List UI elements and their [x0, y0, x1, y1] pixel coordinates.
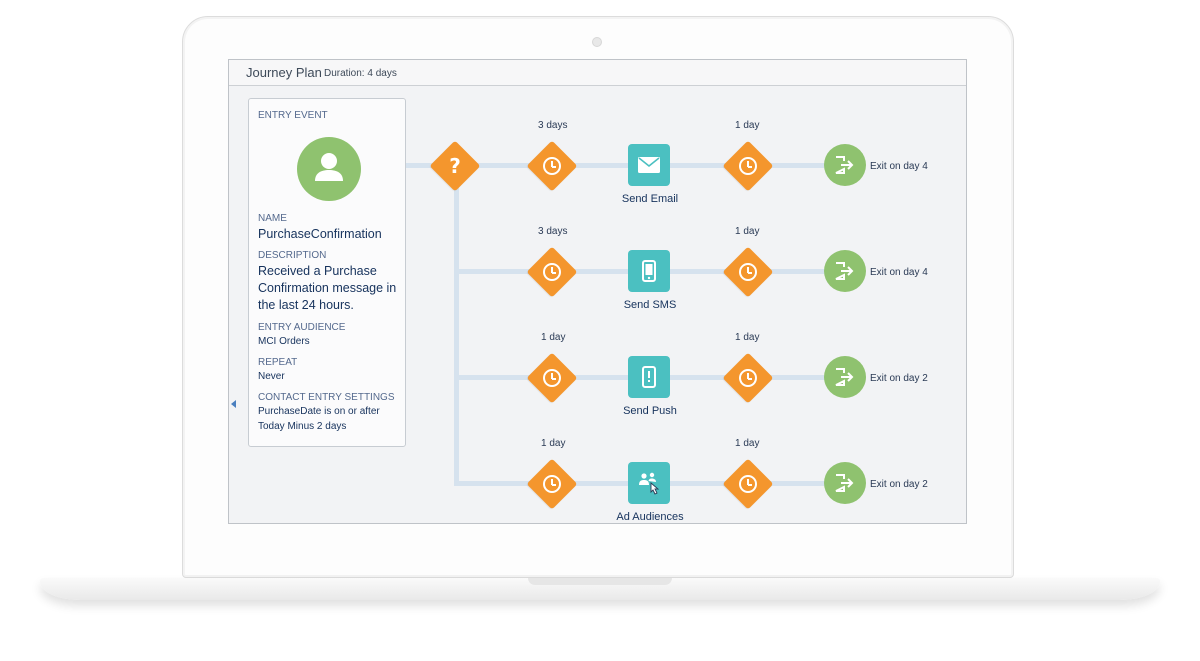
- exit-door-icon: [835, 156, 854, 174]
- exit-node[interactable]: [824, 356, 866, 398]
- wait-activity[interactable]: [526, 140, 578, 192]
- description-label: DESCRIPTION: [258, 250, 327, 261]
- activity-label: Send Email: [621, 193, 679, 205]
- clock-icon: [739, 263, 757, 281]
- question-mark-icon: ?: [449, 154, 461, 178]
- send-sms-activity[interactable]: [628, 250, 670, 292]
- clock-icon: [543, 157, 561, 175]
- contact-entry-settings-line: PurchaseDate is on or after: [258, 406, 380, 417]
- entry-audience-value: MCI Orders: [258, 336, 310, 347]
- exit-door-icon: [835, 262, 854, 280]
- wait-activity[interactable]: [722, 458, 774, 510]
- clock-icon: [739, 157, 757, 175]
- laptop-base: [40, 578, 1160, 600]
- title-bar: Journey Plan Duration: 4 days: [229, 60, 966, 86]
- send-email-activity[interactable]: [628, 144, 670, 186]
- event-name: PurchaseConfirmation: [258, 227, 382, 241]
- contact-entry-settings-label: CONTACT ENTRY SETTINGS: [258, 392, 395, 403]
- push-notification-icon: [642, 366, 656, 388]
- repeat-label: REPEAT: [258, 357, 298, 368]
- activity-label: Send SMS: [623, 299, 677, 311]
- exit-label: Exit on day 4: [870, 161, 928, 172]
- exit-door-icon: [835, 474, 854, 492]
- activity-label: Ad Audiences: [616, 511, 684, 523]
- exit-node[interactable]: [824, 144, 866, 186]
- wait-activity[interactable]: [526, 246, 578, 298]
- entry-event-panel[interactable]: ENTRY EVENT NAME PurchaseConfirmation DE…: [248, 98, 406, 447]
- journey-builder-screen: Journey Plan Duration: 4 days ENTRY EVEN…: [228, 59, 967, 524]
- journey-title: Journey Plan: [246, 65, 322, 80]
- envelope-icon: [638, 157, 660, 173]
- ad-audiences-icon: [639, 472, 660, 495]
- entry-event-header: ENTRY EVENT: [258, 110, 328, 121]
- exit-door-icon: [835, 368, 854, 386]
- wait-duration-label: 3 days: [538, 226, 568, 237]
- repeat-value: Never: [258, 371, 285, 382]
- wait-duration-label: 1 day: [735, 332, 760, 343]
- wait-activity[interactable]: [722, 140, 774, 192]
- laptop-base-notch: [528, 578, 672, 585]
- wait-activity[interactable]: [526, 352, 578, 404]
- entry-connector: [406, 163, 436, 168]
- wait-activity[interactable]: [722, 352, 774, 404]
- contact-entry-settings-line: Today Minus 2 days: [258, 421, 347, 432]
- mobile-phone-icon: [642, 260, 656, 282]
- clock-icon: [543, 263, 561, 281]
- description-line: Received a Purchase: [258, 264, 377, 278]
- exit-label: Exit on day 4: [870, 267, 928, 278]
- name-label: NAME: [258, 213, 287, 224]
- entry-audience-label: ENTRY AUDIENCE: [258, 322, 346, 333]
- activity-label: Send Push: [623, 405, 677, 417]
- wait-duration-label: 1 day: [541, 438, 566, 449]
- exit-node[interactable]: [824, 250, 866, 292]
- clock-icon: [739, 369, 757, 387]
- wait-duration-label: 1 day: [735, 438, 760, 449]
- wait-duration-label: 1 day: [735, 226, 760, 237]
- description-line: Confirmation message in: [258, 281, 397, 295]
- journey-duration: Duration: 4 days: [324, 68, 397, 79]
- split-vertical-connector: [454, 168, 459, 486]
- description-line: the last 24 hours.: [258, 298, 354, 312]
- send-push-activity[interactable]: [628, 356, 670, 398]
- webcam: [592, 37, 602, 47]
- wait-activity[interactable]: [722, 246, 774, 298]
- clock-icon: [543, 369, 561, 387]
- wait-activity[interactable]: [526, 458, 578, 510]
- wait-duration-label: 1 day: [735, 120, 760, 131]
- clock-icon: [739, 475, 757, 493]
- collapse-panel-icon[interactable]: [231, 400, 236, 408]
- wait-duration-label: 1 day: [541, 332, 566, 343]
- ad-audiences-activity[interactable]: [628, 462, 670, 504]
- person-icon: [297, 137, 361, 201]
- exit-node[interactable]: [824, 462, 866, 504]
- decision-split[interactable]: ?: [429, 140, 481, 192]
- clock-icon: [543, 475, 561, 493]
- exit-label: Exit on day 2: [870, 373, 928, 384]
- wait-duration-label: 3 days: [538, 120, 568, 131]
- exit-label: Exit on day 2: [870, 479, 928, 490]
